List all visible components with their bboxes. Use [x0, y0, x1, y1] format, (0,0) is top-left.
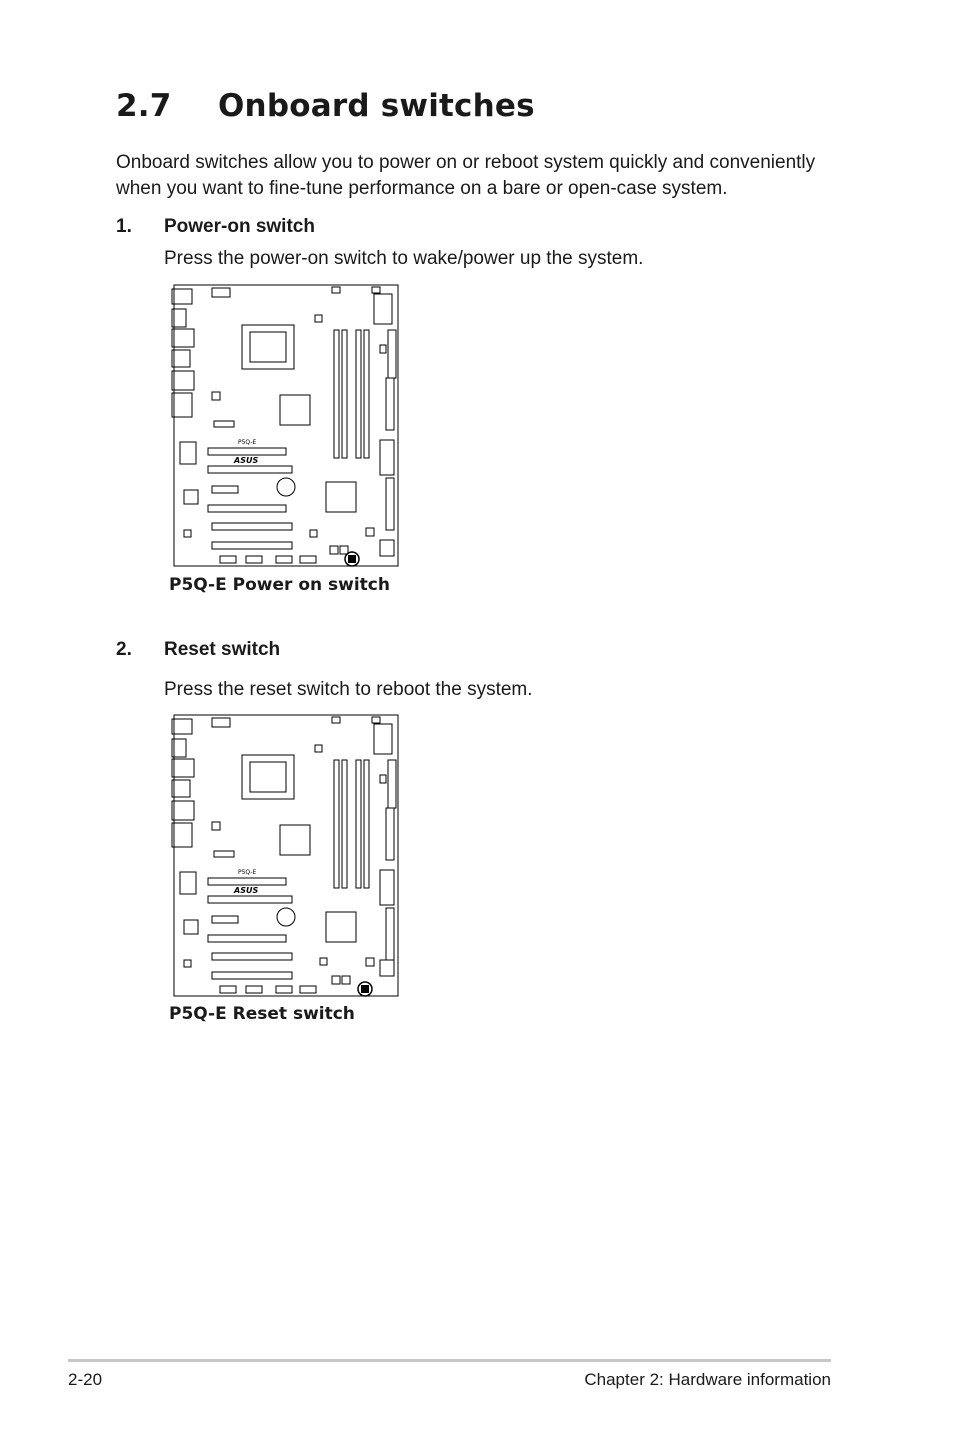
power-switch-highlight-icon — [344, 551, 360, 567]
section-heading: 2.7 Onboard switches — [116, 88, 535, 124]
section-title: Onboard switches — [218, 88, 535, 124]
motherboard-diagram-power: P5Q-E ASUS — [171, 284, 399, 567]
item-1-number: 1. — [116, 216, 132, 237]
asus-logo: ASUS — [233, 456, 258, 465]
item-2-description: Press the reset switch to reboot the sys… — [164, 679, 533, 700]
item-2-title: Reset switch — [164, 639, 281, 660]
power-switch-icon — [348, 555, 356, 563]
figure-2-caption: P5Q-E Reset switch — [169, 1004, 355, 1024]
page-number: 2-20 — [68, 1370, 103, 1389]
reset-switch-highlight-icon — [357, 981, 373, 997]
motherboard-diagram-reset: P5Q-E ASUS — [171, 714, 399, 997]
asus-logo: ASUS — [233, 886, 258, 895]
footer-divider — [68, 1359, 831, 1362]
reset-switch-icon — [361, 985, 369, 993]
chapter-title: Chapter 2: Hardware information — [584, 1370, 831, 1389]
board-label: P5Q-E — [238, 439, 256, 446]
section-number: 2.7 — [116, 88, 172, 124]
item-1-description: Press the power-on switch to wake/power … — [164, 248, 644, 269]
intro-paragraph: Onboard switches allow you to power on o… — [116, 152, 816, 199]
item-1-title: Power-on switch — [164, 216, 315, 237]
board-label: P5Q-E — [238, 869, 256, 876]
item-2-number: 2. — [116, 639, 132, 660]
figure-1-caption: P5Q-E Power on switch — [169, 575, 390, 595]
